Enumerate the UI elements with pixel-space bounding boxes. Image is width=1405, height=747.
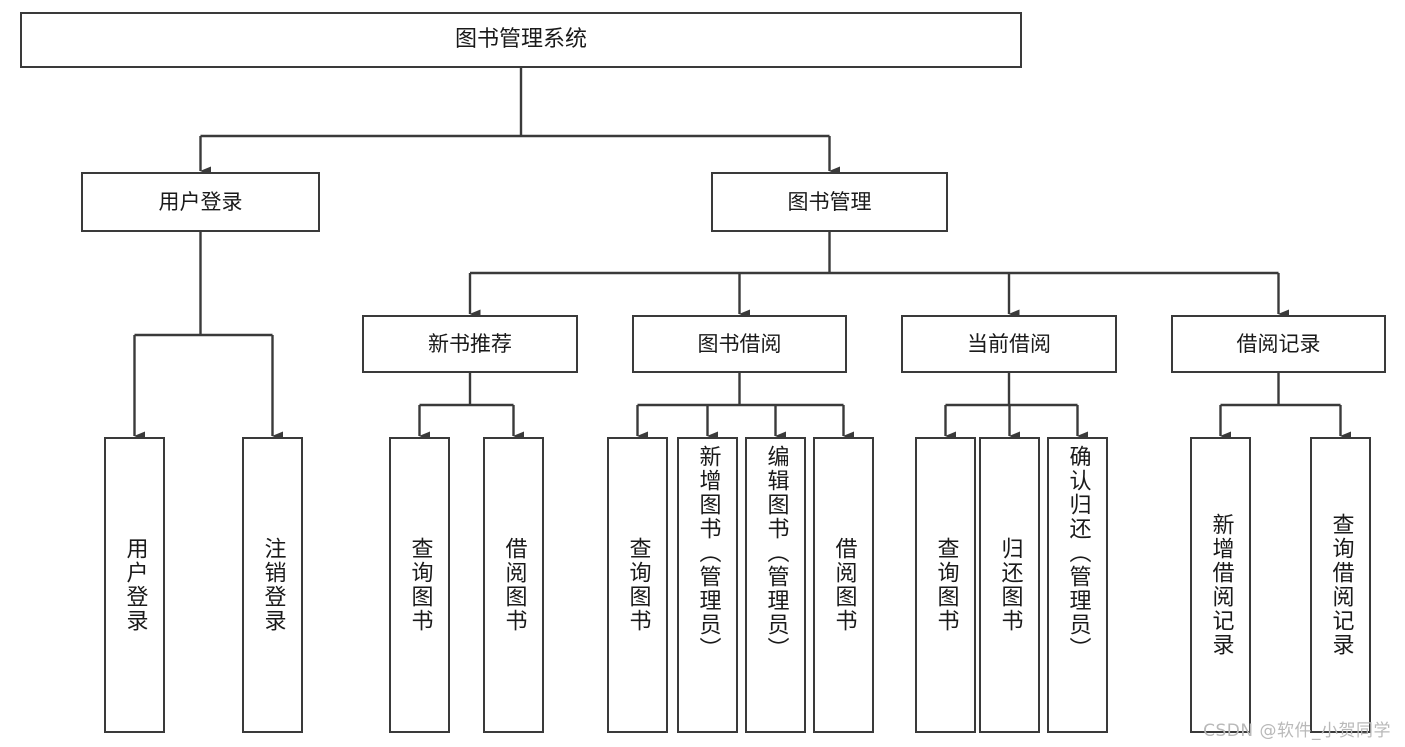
node-label: 用户登录: [158, 189, 243, 214]
node-label: 编辑图书（管理员）: [763, 445, 789, 661]
node-l1[interactable]: 用户登录: [104, 437, 165, 733]
node-l9[interactable]: 查询图书: [915, 437, 976, 733]
node-l10[interactable]: 归还图书: [979, 437, 1040, 733]
node-l3[interactable]: 查询图书: [389, 437, 450, 733]
node-records[interactable]: 借阅记录: [1171, 315, 1386, 373]
node-l13[interactable]: 查询借阅记录: [1310, 437, 1371, 733]
node-borrow[interactable]: 图书借阅: [632, 315, 847, 373]
node-newbook[interactable]: 新书推荐: [362, 315, 578, 373]
node-l12[interactable]: 新增借阅记录: [1190, 437, 1251, 733]
node-label: 图书管理系统: [454, 27, 587, 53]
node-bookmgmt[interactable]: 图书管理: [711, 172, 948, 232]
node-label: 查询图书: [933, 537, 959, 633]
node-l7[interactable]: 编辑图书（管理员）: [745, 437, 806, 733]
node-l4[interactable]: 借阅图书: [483, 437, 544, 733]
node-label: 新增图书（管理员）: [695, 445, 721, 661]
node-label: 借阅图书: [831, 537, 857, 633]
node-root[interactable]: 图书管理系统: [20, 12, 1022, 68]
node-label: 新书推荐: [428, 331, 512, 356]
node-label: 归还图书: [997, 537, 1023, 633]
node-label: 借阅记录: [1236, 331, 1321, 356]
node-label: 确认归还（管理员）: [1065, 445, 1091, 661]
node-current[interactable]: 当前借阅: [901, 315, 1117, 373]
node-label: 查询图书: [407, 537, 433, 633]
node-label: 借阅图书: [501, 537, 527, 633]
node-label: 图书管理: [787, 189, 872, 214]
node-label: 查询图书: [625, 537, 651, 633]
node-label: 注销登录: [260, 537, 286, 633]
node-l2[interactable]: 注销登录: [242, 437, 303, 733]
node-l5[interactable]: 查询图书: [607, 437, 668, 733]
node-l6[interactable]: 新增图书（管理员）: [677, 437, 738, 733]
node-l8[interactable]: 借阅图书: [813, 437, 874, 733]
watermark: CSDN @软件_小贺同学: [1203, 721, 1391, 741]
node-label: 查询借阅记录: [1328, 513, 1354, 657]
node-label: 当前借阅: [967, 331, 1051, 356]
node-label: 图书借阅: [697, 331, 782, 356]
node-label: 用户登录: [122, 537, 148, 633]
node-label: 新增借阅记录: [1208, 513, 1234, 657]
node-l11[interactable]: 确认归还（管理员）: [1047, 437, 1108, 733]
node-login[interactable]: 用户登录: [81, 172, 320, 232]
